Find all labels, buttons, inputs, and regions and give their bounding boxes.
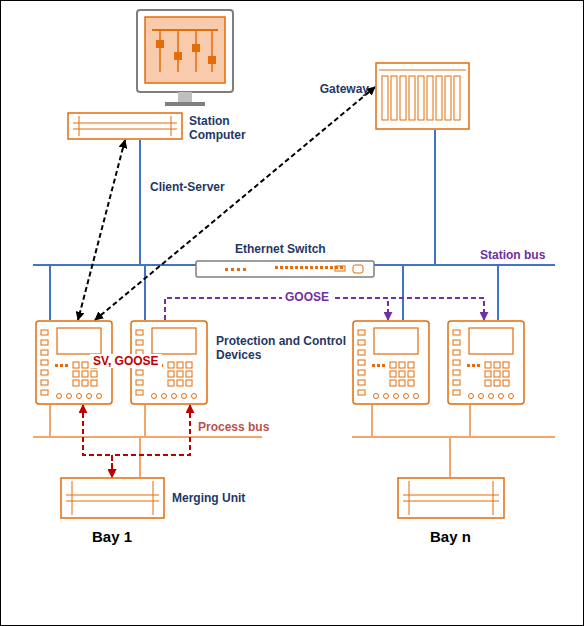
gateway-icon	[375, 62, 470, 130]
bay-label: Bay n	[430, 528, 471, 546]
device-label: Protection and Control Devices	[216, 334, 348, 363]
protection-device-icon	[447, 320, 525, 405]
protocol-label: Client-Server	[150, 180, 225, 194]
device-label: Ethernet Switch	[235, 242, 326, 256]
station-computer-icon	[67, 112, 183, 140]
merging-unit-icon	[397, 477, 505, 519]
dashed-arrow	[83, 405, 112, 477]
dashed-arrow	[112, 405, 190, 477]
merging-unit: Merging Unit	[60, 477, 165, 519]
bay-label: Bay 1	[92, 528, 132, 546]
message-label: GOOSE	[282, 290, 332, 304]
dashed-arrow	[78, 140, 125, 320]
gateway: Gateway	[375, 62, 470, 130]
ethernet-switch: Ethernet Switch	[195, 260, 375, 278]
monitor-icon	[137, 10, 233, 106]
ethernet-switch-icon	[195, 260, 375, 278]
merging-unit-icon	[60, 477, 165, 519]
protection-device-icon	[352, 320, 430, 405]
device-label: Gateway	[320, 82, 369, 96]
device-label: Merging Unit	[172, 491, 245, 505]
bus-label: Process bus	[198, 420, 269, 434]
station-computer: Station Computer	[67, 112, 183, 140]
merging-unit	[397, 477, 505, 519]
device-label: Station Computer	[189, 114, 269, 143]
dashed-arrow	[165, 298, 388, 320]
protection-device	[352, 320, 430, 405]
protection-device	[447, 320, 525, 405]
message-label: SV, GOOSE	[90, 354, 162, 368]
bus-label: Station bus	[480, 248, 545, 262]
